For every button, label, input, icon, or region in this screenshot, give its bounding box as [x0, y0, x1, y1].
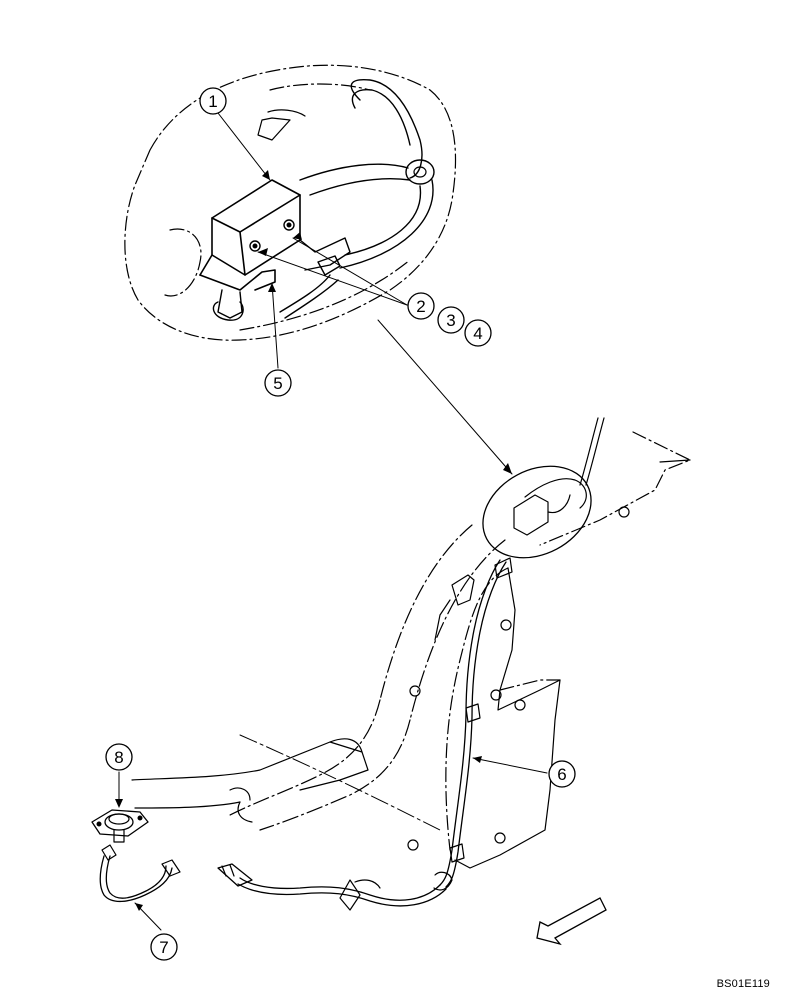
svg-text:1: 1	[208, 92, 217, 111]
svg-text:7: 7	[159, 938, 168, 957]
jumper-harness	[99, 844, 181, 903]
harness-connector	[217, 863, 253, 887]
main-assembly	[131, 417, 691, 911]
svg-text:5: 5	[273, 374, 282, 393]
svg-text:3: 3	[446, 311, 455, 330]
front-direction-arrow-icon	[536, 897, 607, 946]
callout-leaders	[118, 112, 548, 931]
svg-text:6: 6	[557, 765, 566, 784]
callout-2: 2	[407, 292, 435, 320]
callout-8: 8	[105, 743, 133, 771]
detail-inset	[124, 64, 457, 341]
bracket-panel	[454, 567, 561, 869]
seat-sensor	[91, 809, 149, 843]
callout-7: 7	[150, 933, 178, 961]
detail-outline	[124, 64, 457, 341]
svg-text:8: 8	[114, 748, 123, 767]
drawing-reference-code: BS01E119	[716, 978, 770, 990]
detail-leader-line	[377, 319, 513, 475]
detail-circle	[482, 465, 592, 559]
callout-6: 6	[548, 760, 576, 788]
svg-text:4: 4	[473, 324, 482, 343]
callout-1: 1	[199, 87, 227, 115]
wiring-harness	[439, 559, 501, 886]
callout-3: 3	[437, 306, 465, 334]
callout-4: 4	[464, 319, 492, 347]
svg-text:2: 2	[416, 297, 425, 316]
seat-switch-housing	[211, 179, 301, 276]
handle-loop	[350, 78, 423, 179]
callout-5: 5	[264, 369, 292, 397]
